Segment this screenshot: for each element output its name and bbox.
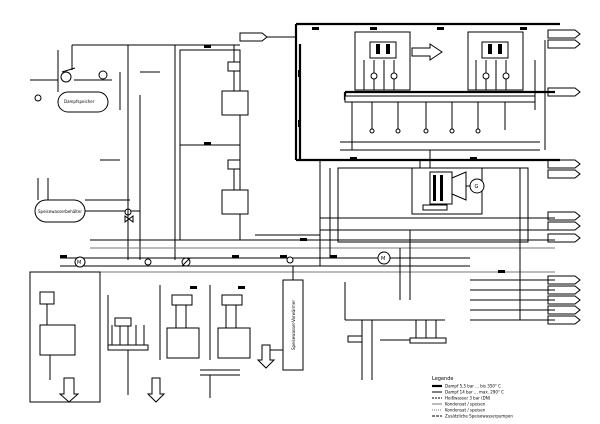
pump-symbol-left: M — [77, 260, 81, 266]
left-piping — [71, 44, 240, 260]
horizontal-process-lines — [60, 160, 555, 321]
outlet-arrows — [239, 29, 581, 325]
turbine-section: G — [337, 130, 540, 243]
legend-entry: Zusätzliche Speisewasserpumpen — [445, 414, 513, 419]
feedwater-tank: Speisewasserbehälter — [34, 178, 140, 223]
center-vessel: Speisewasser-Vorwärmer — [270, 266, 304, 371]
steam-headers — [294, 22, 560, 162]
tank-upper-label: Dampfspeicher — [64, 99, 95, 104]
legend-entry: Dampf 14 bar ... max. 290° C — [445, 390, 504, 395]
legend-entry: Heißwasser 3 bar (DN) — [445, 396, 491, 401]
pump-symbol-center: M — [381, 256, 385, 262]
turbine-symbol: G — [475, 184, 479, 190]
boiler-group-right — [467, 31, 524, 91]
center-valves: M M — [74, 215, 391, 268]
boiler-group-left — [354, 31, 411, 91]
legend-entry: Dampf 5,5 bar ... bis 350° C — [445, 384, 501, 389]
steam-accumulator: Dampfspeicher — [30, 50, 112, 113]
center-vessel-label: Speisewasser-Vorwärmer — [291, 300, 296, 350]
legend-entry: Kondensat / speisen — [445, 402, 486, 407]
top-center-equipment — [179, 45, 249, 241]
legend-title: Legende — [432, 376, 453, 382]
bottom-outlet-arrows — [58, 344, 276, 403]
lower-equipment — [29, 271, 447, 403]
distribution-manifold — [344, 40, 546, 150]
legend: Legende Dampf 5,5 bar ... bis 350° C Dam… — [432, 376, 513, 419]
legend-entry: Kondensat / speisen — [445, 408, 486, 413]
pipe-tags — [60, 27, 527, 289]
tank-lower-label: Speisewasserbehälter — [38, 209, 82, 214]
